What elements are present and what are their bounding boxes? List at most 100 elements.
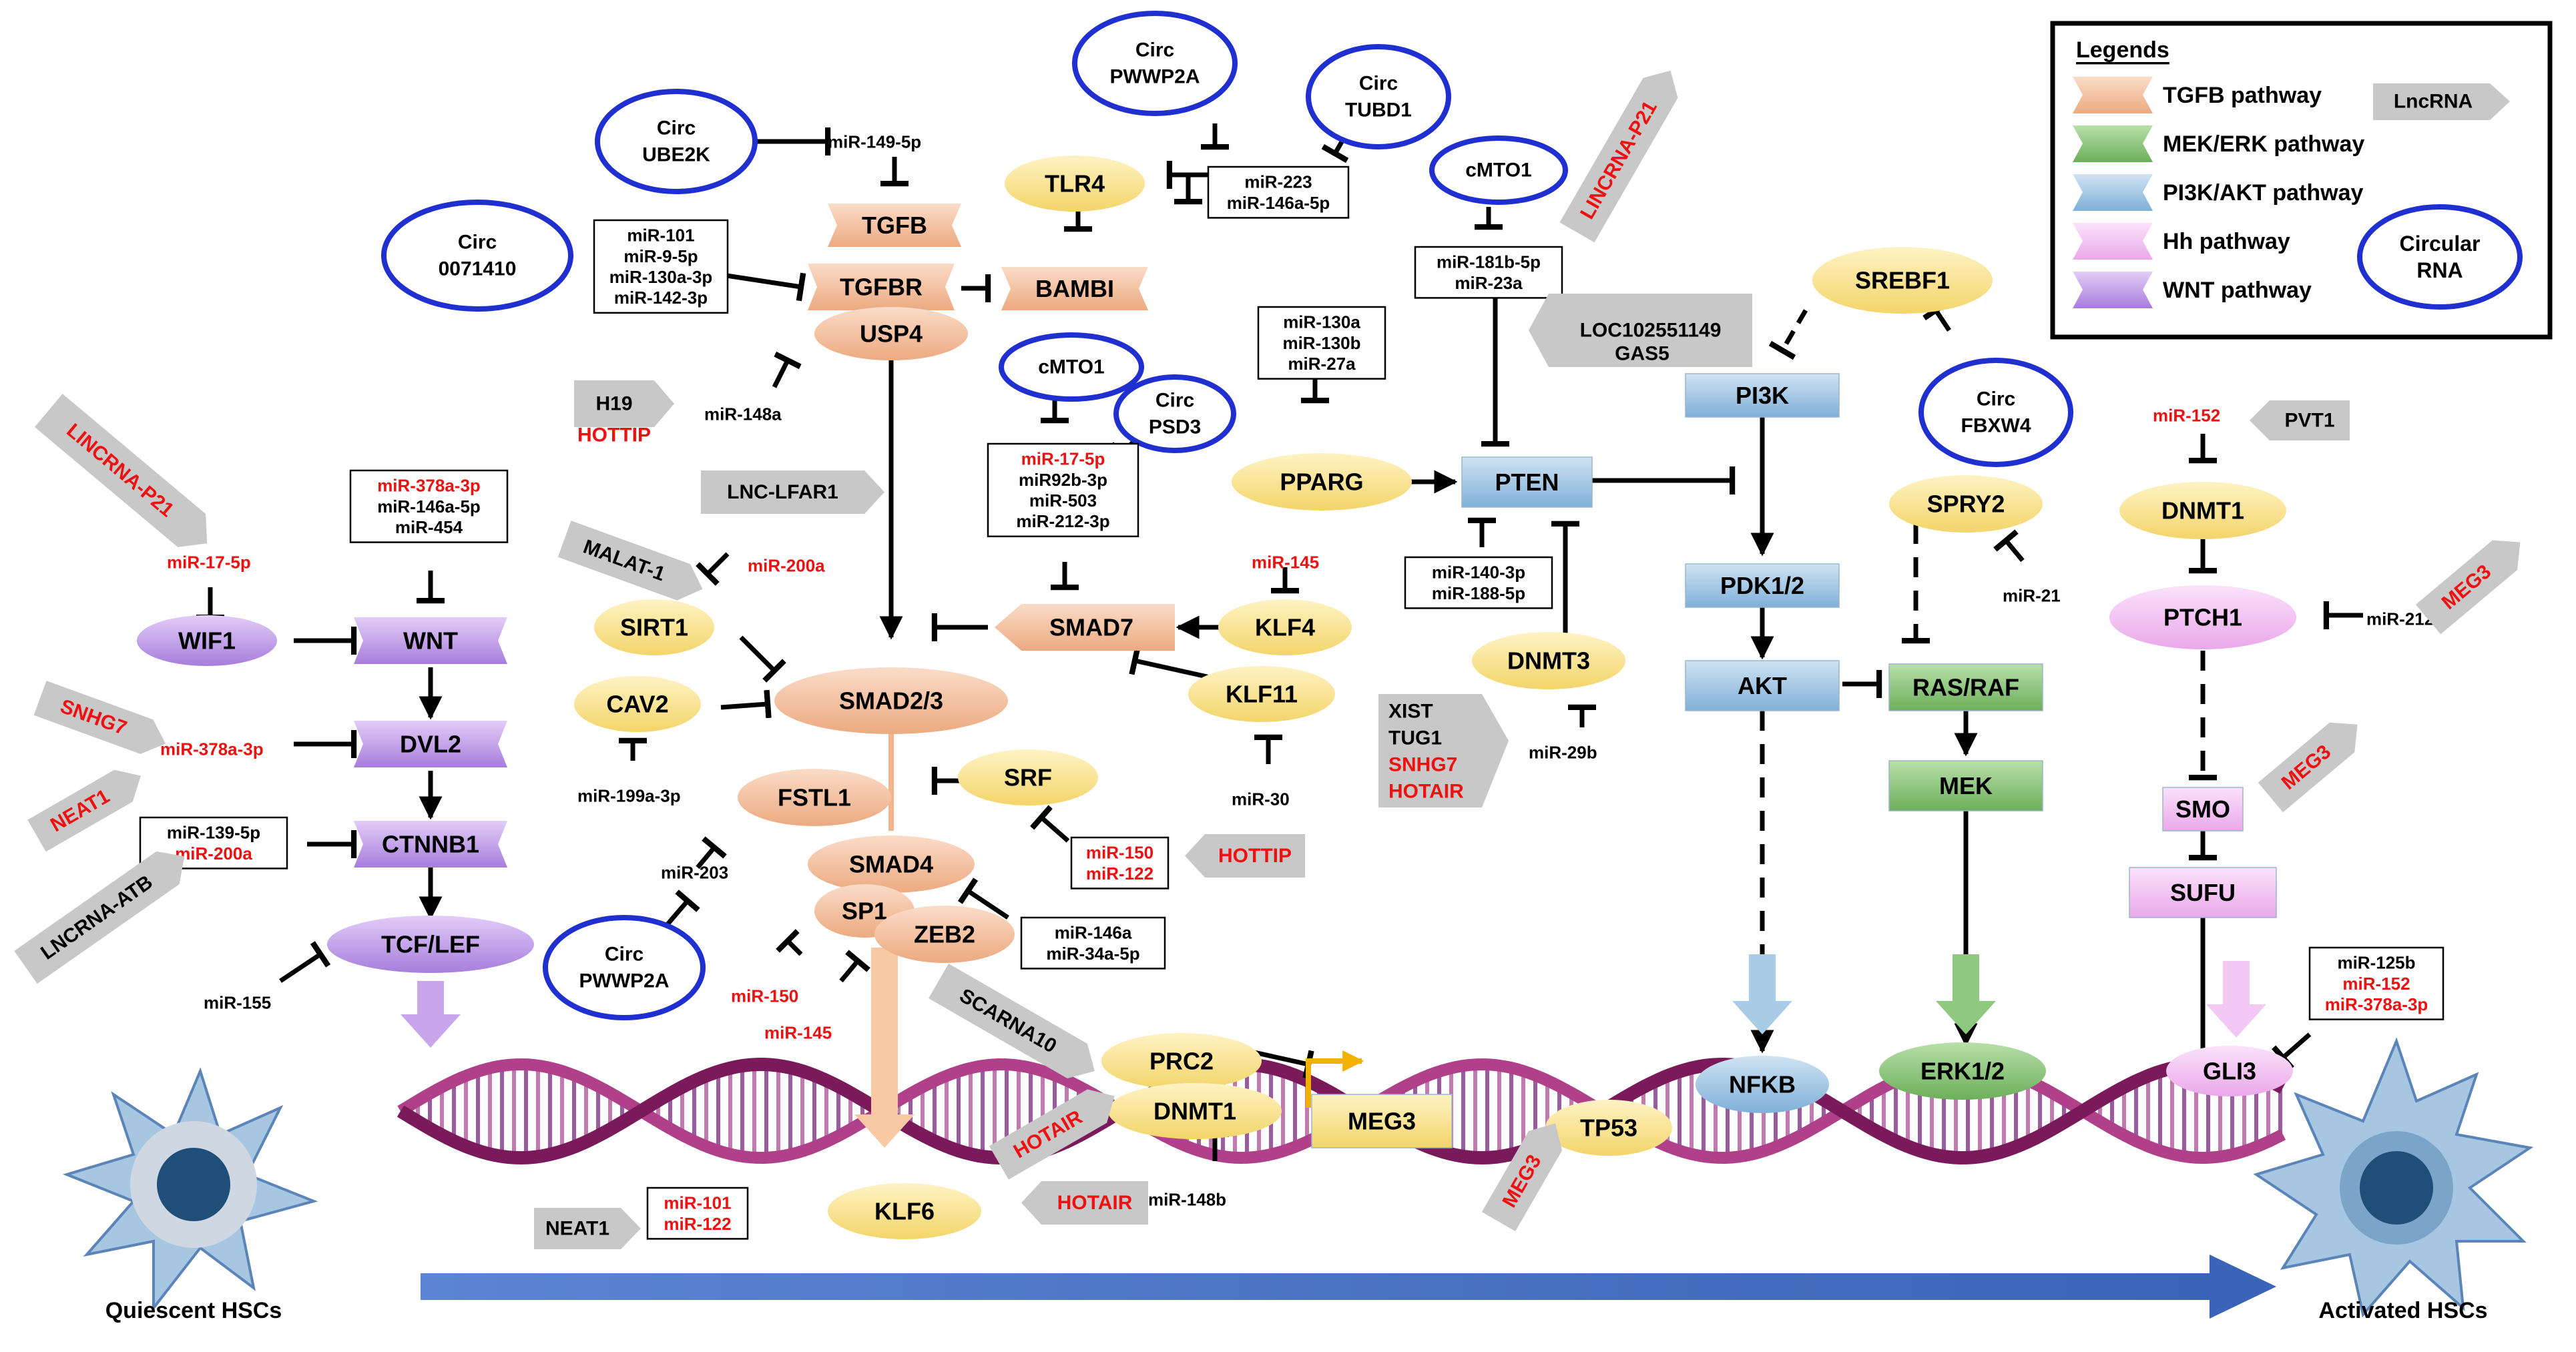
mir-box-150-item: miR-122	[1086, 864, 1153, 884]
klf11-node-label: KLF11	[1226, 681, 1298, 708]
lnc-neat1-left-group: NEAT1	[27, 769, 141, 852]
tcflef-node-label: TCF/LEF	[381, 931, 480, 958]
zeb2-node-label: ZEB2	[914, 921, 975, 948]
mir-box-130-box	[1257, 306, 1386, 380]
pten-node-shape	[1461, 456, 1593, 508]
pathway-output-arrows	[401, 948, 2266, 1148]
tp53-node-shape	[1545, 1100, 1672, 1156]
mir-box-223-box	[1207, 165, 1350, 219]
legend-label-pi3k: PI3K/AKT pathway	[2163, 180, 2363, 206]
erk-node-label: ERK1/2	[1920, 1058, 2005, 1085]
srf-node-shape	[958, 749, 1098, 805]
wnt-node-label: WNT	[403, 627, 458, 655]
klf6-node-label: KLF6	[874, 1198, 935, 1225]
mir-box-101-item: miR-9-5p	[623, 246, 698, 266]
mir-box-146a-item: miR-146a	[1055, 923, 1132, 943]
tgfbr-node-label: TGFBR	[840, 274, 923, 301]
lnc-lincrna-p21-top-group: LINCRNA-P21	[1559, 70, 1678, 243]
mir-30-item: miR-30	[1232, 789, 1290, 809]
smo-node-shape	[2162, 787, 2244, 831]
mir-box-139-box	[139, 816, 288, 870]
klf6-node-shape	[828, 1183, 981, 1239]
lnc-neat1-bottom-arrow	[534, 1208, 641, 1249]
lnc-loc-label: LOC102551149	[1580, 320, 1722, 342]
mir-box-146a-item: miR-34a-5p	[1046, 944, 1139, 964]
lnc-lincrna-p21-left-arrow	[34, 394, 208, 547]
mek-node-shape	[1888, 760, 2043, 811]
lnc-lincrna-p21-left-label: LINCRNA-P21	[62, 420, 178, 522]
mir-box-130-item: miR-130a	[1283, 312, 1360, 332]
mir-21-item: miR-21	[2003, 586, 2061, 606]
circ-ube2k-label-2: UBE2K	[642, 144, 710, 166]
cav2-node-shape	[574, 676, 701, 732]
lnc-lnc-lfar1-label: LNC-LFAR1	[727, 481, 838, 503]
wif1-node-shape	[137, 615, 277, 666]
lnc-h19-label: H19	[595, 393, 632, 415]
dnmt1-hh-node-label: DNMT1	[2161, 497, 2244, 525]
mir-box-17-item: miR-212-3p	[1016, 511, 1109, 531]
mir-box-181-item: miR-23a	[1455, 273, 1523, 293]
circ-pwwp2a-bottom-label-1: Circ	[605, 944, 643, 966]
gli3-node-shape	[2166, 1046, 2293, 1096]
mir-29b-item: miR-29b	[1529, 743, 1597, 763]
meg3-gene-node-shape	[1311, 1094, 1453, 1148]
circ-cmto1-top	[1429, 135, 1568, 205]
klf11-node-shape	[1188, 666, 1335, 722]
tgfb-node-shape	[828, 204, 961, 247]
mir-box-17-box	[987, 442, 1139, 538]
spry2-node-shape	[1889, 475, 2043, 533]
legend-label-hh: Hh pathway	[2163, 229, 2290, 254]
mir-box-125-item: miR-378a-3p	[2325, 994, 2428, 1014]
mir-box-223-item: miR-223	[1244, 172, 1312, 192]
lnc-neat1-bottom-label: NEAT1	[545, 1218, 609, 1240]
smad7-node-label: SMAD7	[1049, 614, 1133, 641]
lnc-gas5-label: GAS5	[1615, 343, 1669, 365]
mir-box-140-item: miR-140-3p	[1432, 563, 1525, 583]
sufu-node-shape	[2129, 867, 2277, 918]
lnc-hotair-bottom-label: HOTAIR	[1057, 1192, 1133, 1214]
mir-box-378-item: miR-454	[395, 517, 463, 537]
lnc-scarna10-arrow	[929, 964, 1095, 1078]
legend-circrna-swatch	[2357, 204, 2523, 310]
pparg-node-shape	[1232, 453, 1412, 511]
lnc-neat1-left-arrow	[27, 769, 141, 852]
legend-lncrna-label: LncRNA	[2394, 91, 2473, 113]
dvl2-node-label: DVL2	[400, 731, 461, 758]
circ-psd3-label-2: PSD3	[1149, 416, 1201, 438]
smad23-node-shape	[774, 667, 1008, 734]
legend-label-tgfb: TGFB pathway	[2163, 83, 2322, 108]
nfkb-node-label: NFKB	[1729, 1071, 1796, 1098]
lnc-lncrna-atb-group: LNCRNA-ATB	[14, 851, 185, 984]
mir-box-17-item: miR92b-3p	[1019, 470, 1107, 490]
mir-152-dnmt1-item: miR-152	[2153, 406, 2220, 426]
lnc-hottip-2-label: HOTTIP	[1218, 845, 1292, 867]
lnc-snhg7-mid-label: SNHG7	[1388, 754, 1457, 776]
lnc-lncrna-atb-arrow	[14, 851, 185, 984]
circ-fbxw4-label-1: Circ	[1977, 388, 2015, 410]
dvl2-node-shape	[354, 721, 507, 767]
circ-tubd1	[1306, 44, 1451, 149]
mir-box-378-item: miR-146a-5p	[377, 496, 481, 517]
smad4-node-shape	[808, 835, 975, 893]
mir-box-130-item: miR-27a	[1288, 354, 1356, 374]
mek-node-label: MEK	[1939, 772, 1993, 799]
pten-node-label: PTEN	[1495, 468, 1559, 496]
legend-swatch-mek	[2073, 125, 2153, 162]
usp4-node-label: USP4	[860, 320, 923, 348]
tp53-node-label: TP53	[1580, 1114, 1637, 1142]
mir-box-101-item: miR-142-3p	[614, 288, 708, 308]
mir-box-139-item: miR-139-5p	[167, 823, 260, 843]
mir-box-125-box	[2308, 946, 2444, 1020]
circ-tubd1-label-2: TUBD1	[1345, 99, 1412, 121]
circ-cmto1-top-label: cMTO1	[1465, 159, 1531, 182]
circ-psd3	[1113, 374, 1236, 453]
klf4-node-label: KLF4	[1255, 614, 1315, 641]
mir-box-378-item: miR-378a-3p	[377, 476, 481, 496]
lnc-xist-group-arrow	[1378, 694, 1509, 807]
pi3k-node-shape	[1685, 373, 1840, 418]
pdk-node-label: PDK1/2	[1720, 572, 1804, 599]
mir-378-dvl2-item: miR-378a-3p	[160, 739, 264, 759]
circ-cmto1-mid-label: cMTO1	[1038, 356, 1104, 378]
legend-title: Legends	[2076, 37, 2169, 63]
